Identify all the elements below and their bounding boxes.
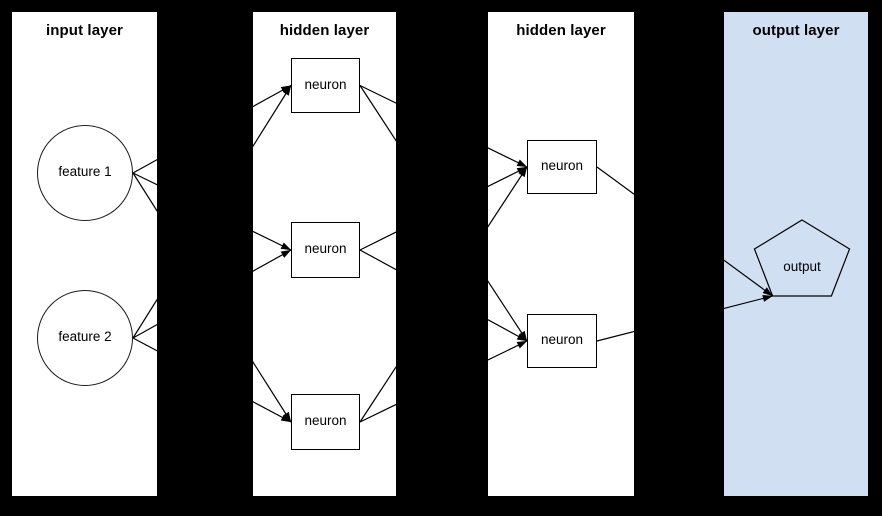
node-h2-neuron-2[interactable] <box>527 314 597 368</box>
node-feature-2[interactable] <box>37 290 133 386</box>
gap-mask-2 <box>634 0 724 516</box>
layer-panel-output[interactable] <box>724 12 868 496</box>
gap-mask-0 <box>157 0 253 516</box>
node-h1-neuron-2[interactable] <box>291 222 360 278</box>
node-feature-1[interactable] <box>37 125 133 221</box>
gap-mask-1 <box>396 0 488 516</box>
layer-title-output: output layer <box>752 22 840 39</box>
layer-panel-input[interactable] <box>12 12 157 496</box>
layer-panel-hidden-2[interactable] <box>488 12 634 496</box>
layer-title-hidden-1: hidden layer <box>279 22 370 39</box>
node-h1-neuron-1[interactable] <box>291 58 360 113</box>
pentagon-shape <box>753 219 851 297</box>
layer-title-hidden-2: hidden layer <box>516 22 606 39</box>
node-h1-neuron-3[interactable] <box>291 394 360 450</box>
node-output-node[interactable] <box>750 218 854 306</box>
node-h2-neuron-1[interactable] <box>527 140 597 194</box>
layer-title-input: input layer <box>46 22 123 39</box>
